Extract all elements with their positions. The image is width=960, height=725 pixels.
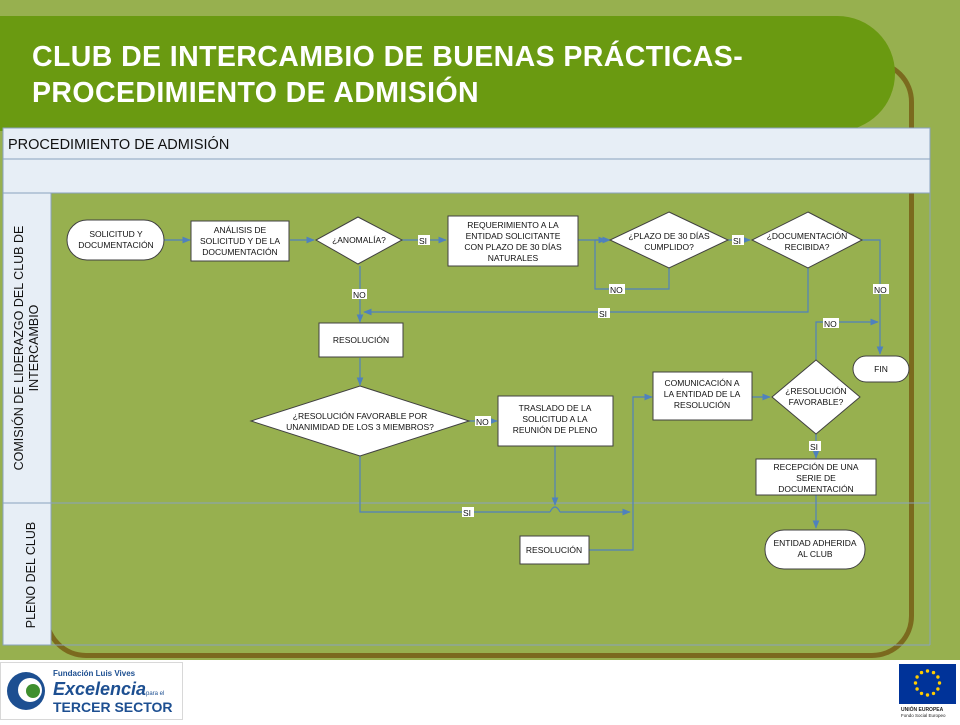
label-fin: FIN xyxy=(874,364,888,374)
node-entidad-adherida xyxy=(764,529,866,570)
edge-label-no-documentacion: NO xyxy=(874,285,887,295)
eu-text-union: UNIÓN EUROPEA xyxy=(901,705,944,713)
eu-stars-icon xyxy=(913,669,942,697)
edge-label-bg xyxy=(873,284,889,294)
edge-label-bg xyxy=(823,318,839,328)
connector xyxy=(359,456,550,513)
lane-title-comision-line-2: INTERCAMBIO xyxy=(27,304,41,391)
edge-label-bg xyxy=(352,289,367,299)
fundacion-logo-mark: Fundación Luis Vives Excelencia para el … xyxy=(7,669,173,715)
node-resolucion-favorable xyxy=(771,359,861,435)
lane-label-pleno xyxy=(2,502,52,646)
node-resolucion-2 xyxy=(519,535,590,565)
edge-label-bg xyxy=(809,441,821,451)
lane-title-comision-line-1: COMISIÓN DE LIDERAZGO DEL CLUB DE xyxy=(11,226,26,471)
blank-row xyxy=(2,158,931,194)
logo-text-para-el: para el xyxy=(146,691,164,697)
connector xyxy=(862,239,884,355)
logo-swirl-icon xyxy=(26,684,40,698)
lane-title-pleno: PLENO DEL CLUB xyxy=(24,522,38,629)
slide-title-line-1: CLUB DE INTERCAMBIO DE BUENAS PRÁCTICAS- xyxy=(32,41,744,73)
node-anomalia xyxy=(314,216,404,265)
connector xyxy=(589,393,653,551)
header-label: PROCEDIMIENTO DE ADMISIÓN xyxy=(8,136,229,153)
node-plazo xyxy=(608,211,730,269)
edge-label-bg xyxy=(609,284,625,294)
edge-label-si-anomalia: SI xyxy=(419,236,427,246)
node-fin xyxy=(852,355,910,383)
edge-label-si-resfav: SI xyxy=(810,442,818,452)
connector xyxy=(594,236,670,290)
edge-label-no-plazo: NO xyxy=(610,285,623,295)
edge-label-bg xyxy=(418,235,430,245)
node-recepcion xyxy=(755,458,877,496)
slide-title: CLUB DE INTERCAMBIO DE BUENAS PRÁCTICAS-… xyxy=(32,39,862,111)
node-resolucion-1 xyxy=(318,322,404,358)
logo-text-excelencia: Excelencia xyxy=(53,679,146,699)
node-comunicacion xyxy=(652,371,753,421)
nodes xyxy=(66,211,910,570)
logo-text-fundacion: Fundación Luis Vives xyxy=(53,669,136,678)
edge-label-si-unanimidad: SI xyxy=(463,508,471,518)
edge-label-si-plazo: SI xyxy=(733,236,741,246)
edge-label-bg xyxy=(732,235,744,245)
label-resolucion-1: RESOLUCIÓN xyxy=(333,335,389,345)
node-resolucion-unanimidad xyxy=(249,385,471,457)
swimlane-table: PROCEDIMIENTO DE ADMISIÓN COMISIÓN DE LI… xyxy=(2,127,931,646)
node-analisis xyxy=(190,220,290,262)
lane-title-pleno-text: PLENO DEL CLUB xyxy=(24,522,38,629)
title-band xyxy=(0,16,895,131)
logo-text-tercer-sector: TERCER SECTOR xyxy=(53,699,173,715)
edge-label-no-anomalia: NO xyxy=(353,290,366,300)
eu-flag-icon: UNIÓN EUROPEA Fondo Social Europeo xyxy=(899,664,956,718)
edge-label-bg xyxy=(475,416,491,426)
node-traslado xyxy=(497,395,614,447)
node-solicitud xyxy=(66,219,165,261)
edge-label-si-documentacion: SI xyxy=(599,309,607,319)
lane-title-comision: COMISIÓN DE LIDERAZGO DEL CLUB DE INTERC… xyxy=(11,226,41,471)
edge-label-bg xyxy=(462,507,474,517)
edge-label-no-resfav: NO xyxy=(824,319,837,329)
edge-label-bg xyxy=(598,308,610,318)
node-requerimiento xyxy=(447,215,579,267)
slide-title-line-2: PROCEDIMIENTO DE ADMISIÓN xyxy=(32,77,480,109)
edge-labels: SI NO SI NO NO SI NO NO SI SI xyxy=(352,235,889,518)
edge-label-no-unanimidad: NO xyxy=(476,417,489,427)
connector xyxy=(363,268,809,316)
fundacion-logo: Fundación Luis Vives Excelencia para el … xyxy=(0,662,183,720)
eu-text-fondo: Fondo Social Europeo xyxy=(901,713,946,718)
connector xyxy=(549,506,561,513)
node-documentacion xyxy=(750,211,864,269)
lane-label-comision xyxy=(2,192,52,504)
eu-emblem: UNIÓN EUROPEA Fondo Social Europeo xyxy=(895,662,960,720)
label-resolucion-2: RESOLUCIÓN xyxy=(526,545,582,555)
label-anomalia: ¿ANOMALÍA? xyxy=(332,235,386,245)
connector xyxy=(815,318,879,360)
